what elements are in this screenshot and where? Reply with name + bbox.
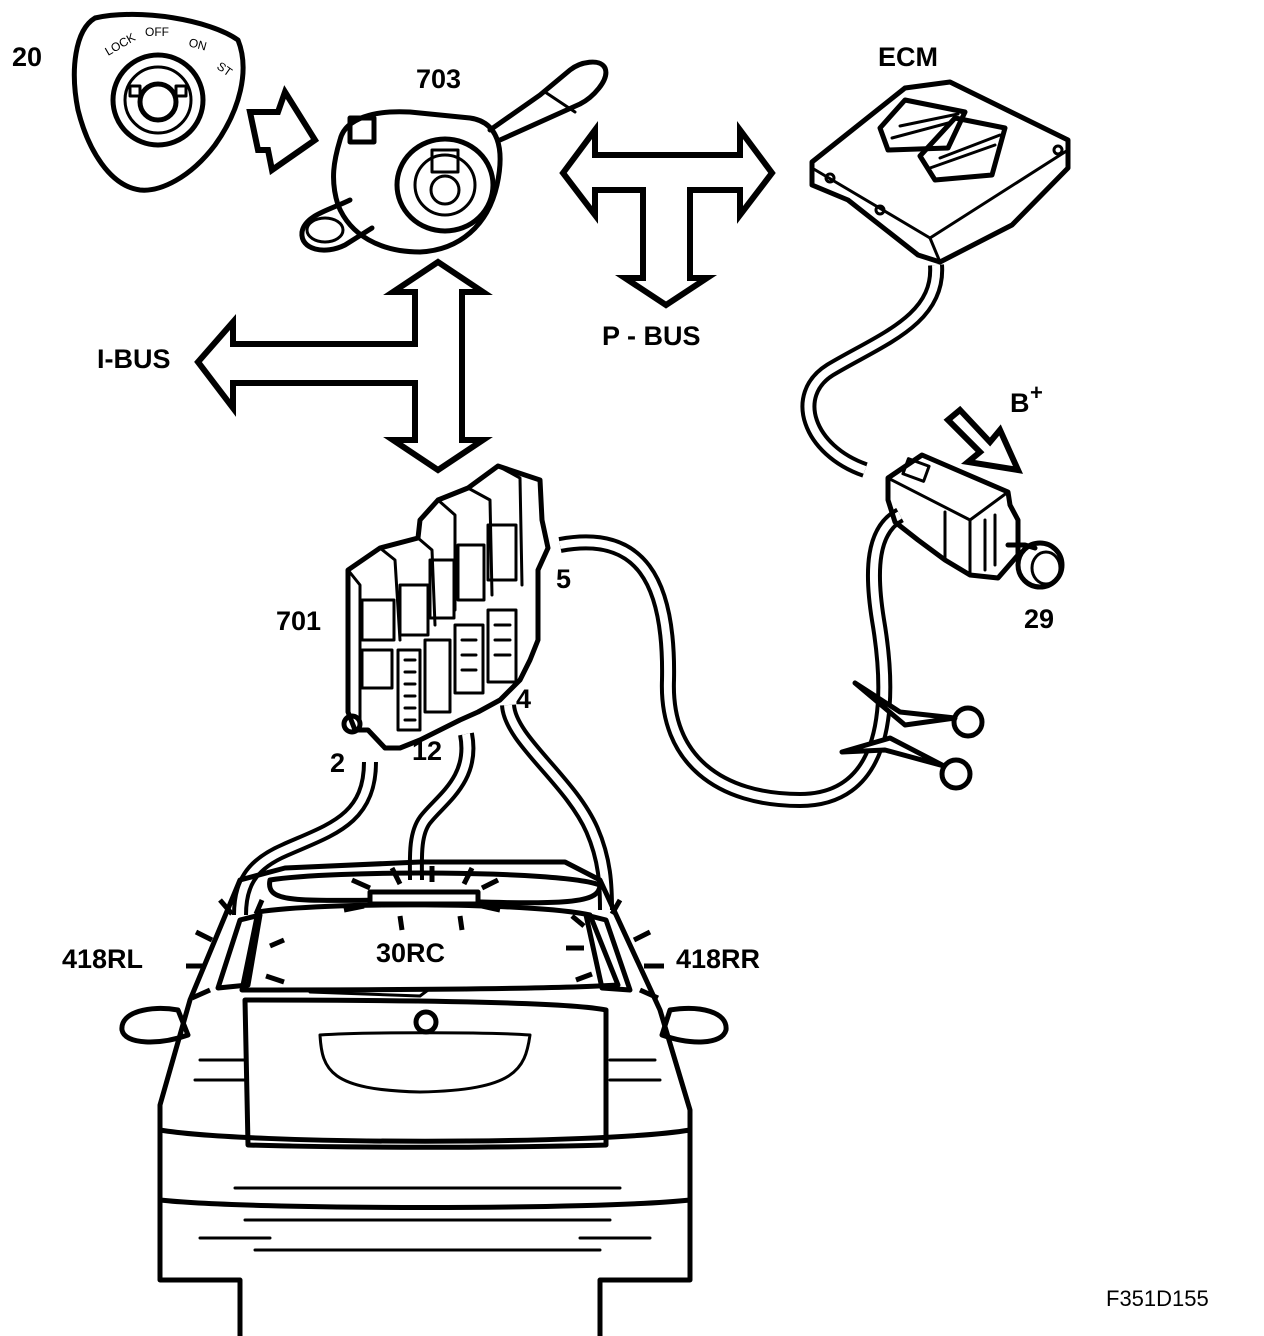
label-pin-2: 2 <box>330 748 345 778</box>
left-lamp-glow <box>186 898 285 1001</box>
right-lamp-glow <box>566 898 664 1001</box>
label-lamp-left: 418RL <box>62 944 143 974</box>
label-brake-switch: 29 <box>1024 604 1054 634</box>
vehicle-rear-view <box>119 859 729 1336</box>
wire-harness <box>232 264 945 916</box>
label-lamp-right: 418RR <box>676 944 760 974</box>
label-pin-4: 4 <box>516 684 531 714</box>
label-ecm: ECM <box>878 42 938 72</box>
center-lamp-glow <box>343 866 501 931</box>
label-b-plus: B <box>1010 388 1030 418</box>
label-i-bus: I-BUS <box>97 344 171 374</box>
ignition-pos-off: OFF <box>145 25 169 39</box>
label-pin-12: 12 <box>412 736 442 766</box>
signal-arrow-ignition <box>246 85 320 176</box>
ignition-pos-lock: LOCK <box>103 30 138 58</box>
ignition-pos-on: ON <box>187 35 208 53</box>
label-p-bus: P - BUS <box>602 321 701 351</box>
ignition-pos-st: ST <box>214 59 235 80</box>
scissors-icon <box>839 680 985 791</box>
label-central-module: 701 <box>276 606 321 636</box>
label-pin-5: 5 <box>556 564 571 594</box>
i-bus-arrow <box>194 258 493 474</box>
steering-wheel-module <box>299 59 609 255</box>
figure-reference: F351D155 <box>1106 1286 1209 1311</box>
b-plus-arrow <box>943 405 1024 474</box>
p-bus-arrow <box>559 120 776 309</box>
engine-control-module <box>809 79 1071 265</box>
ignition-switch: LOCK OFF ON ST <box>71 11 246 193</box>
label-b-plus-sup: + <box>1030 380 1043 405</box>
label-ignition-switch: 20 <box>12 42 42 72</box>
label-steering-module: 703 <box>416 64 461 94</box>
label-lamp-center: 30RC <box>376 938 445 968</box>
central-electrical-module <box>341 463 551 751</box>
brake-light-switch <box>885 452 1065 590</box>
